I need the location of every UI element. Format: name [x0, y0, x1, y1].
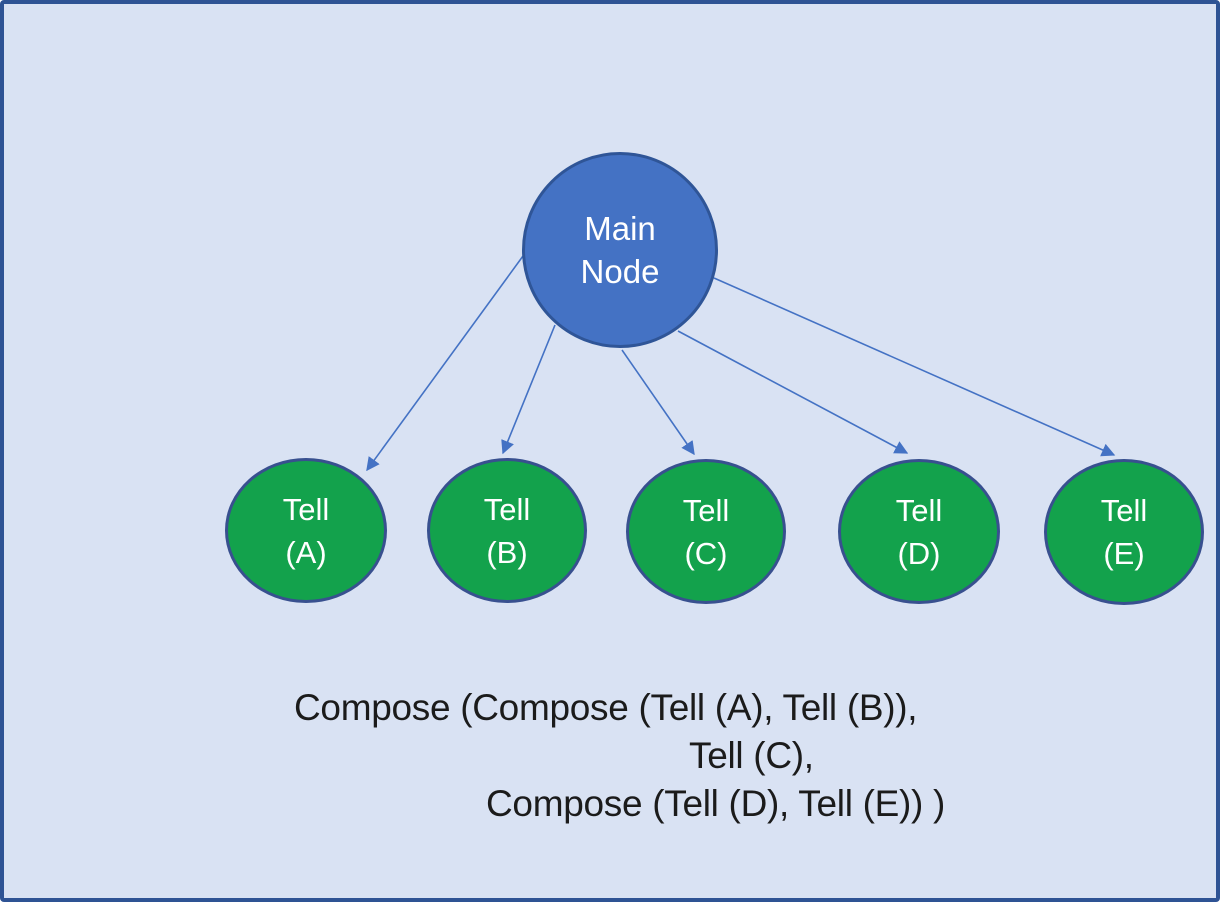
tell-e-label-line1: Tell [1100, 493, 1148, 528]
tell-b-label-line2: (B) [486, 534, 528, 570]
arrow-main-to-tell-d [677, 330, 909, 454]
tell-e-node: Tell (E) [1044, 459, 1204, 605]
arrow-main-to-tell-c [621, 349, 695, 456]
tell-c-node: Tell (C) [626, 459, 786, 604]
tell-d-label-line1: Tell [895, 492, 943, 528]
tell-b-label-line1: Tell [483, 491, 531, 527]
connector-arrow-layer [366, 255, 1116, 472]
main-node: Main Node [522, 152, 718, 348]
compose-caption-line1: Compose (Compose (Tell (A), Tell (B)), [294, 687, 918, 728]
tell-c-label-line2: (C) [684, 535, 728, 571]
compose-caption-line2: Tell (C), [689, 735, 814, 776]
tell-e-label-line2: (E) [1103, 536, 1145, 571]
tell-c-label-line1: Tell [682, 492, 730, 528]
compose-caption-line3: Compose (Tell (D), Tell (E)) ) [486, 783, 946, 824]
main-node-label-line2: Node [580, 253, 660, 290]
tell-a-node: Tell (A) [225, 458, 387, 603]
tell-a-label-line1: Tell [282, 491, 330, 527]
arrow-main-to-tell-e [713, 277, 1116, 457]
tell-d-node: Tell (D) [838, 459, 1000, 604]
tell-d-label-line2: (D) [897, 535, 941, 571]
tell-a-label-line2: (A) [285, 534, 327, 570]
arrow-main-to-tell-a [366, 255, 524, 472]
tell-b-node: Tell (B) [427, 458, 587, 603]
main-node-label-line1: Main [584, 210, 656, 247]
arrow-main-to-tell-b [501, 324, 556, 455]
